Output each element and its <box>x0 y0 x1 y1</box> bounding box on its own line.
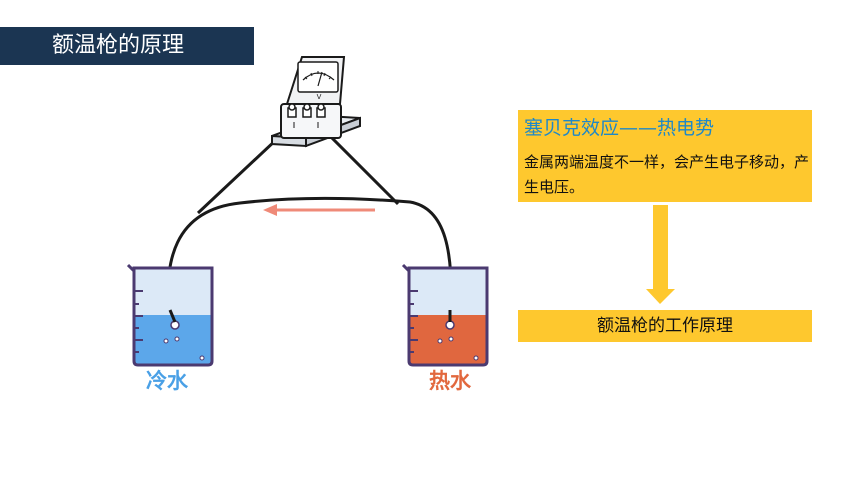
down-arrow-icon <box>646 205 675 304</box>
cold-water-label: 冷水 <box>146 369 188 393</box>
meter-symbol: V <box>317 93 322 101</box>
principle-label: 额温枪的工作原理 <box>597 316 733 336</box>
hot-water <box>409 315 487 365</box>
principle-box: 额温枪的工作原理 <box>518 310 812 342</box>
hot-water-label: 热水 <box>429 369 471 393</box>
cold-water <box>134 315 212 365</box>
seebeck-info-box <box>518 110 812 202</box>
seebeck-description: 金属两端温度不一样，会产生电子移动，产生电压。 <box>524 153 810 196</box>
voltmeter-icon: V <box>271 56 361 148</box>
page-title: 额温枪的原理 <box>52 33 185 58</box>
title-bar <box>0 27 254 65</box>
cold-beaker <box>126 263 214 367</box>
current-flow-arrow <box>263 204 375 216</box>
seebeck-heading: 塞贝克效应——热电势 <box>524 117 715 139</box>
hot-beaker <box>401 263 489 367</box>
thermocouple-wire <box>166 196 453 326</box>
